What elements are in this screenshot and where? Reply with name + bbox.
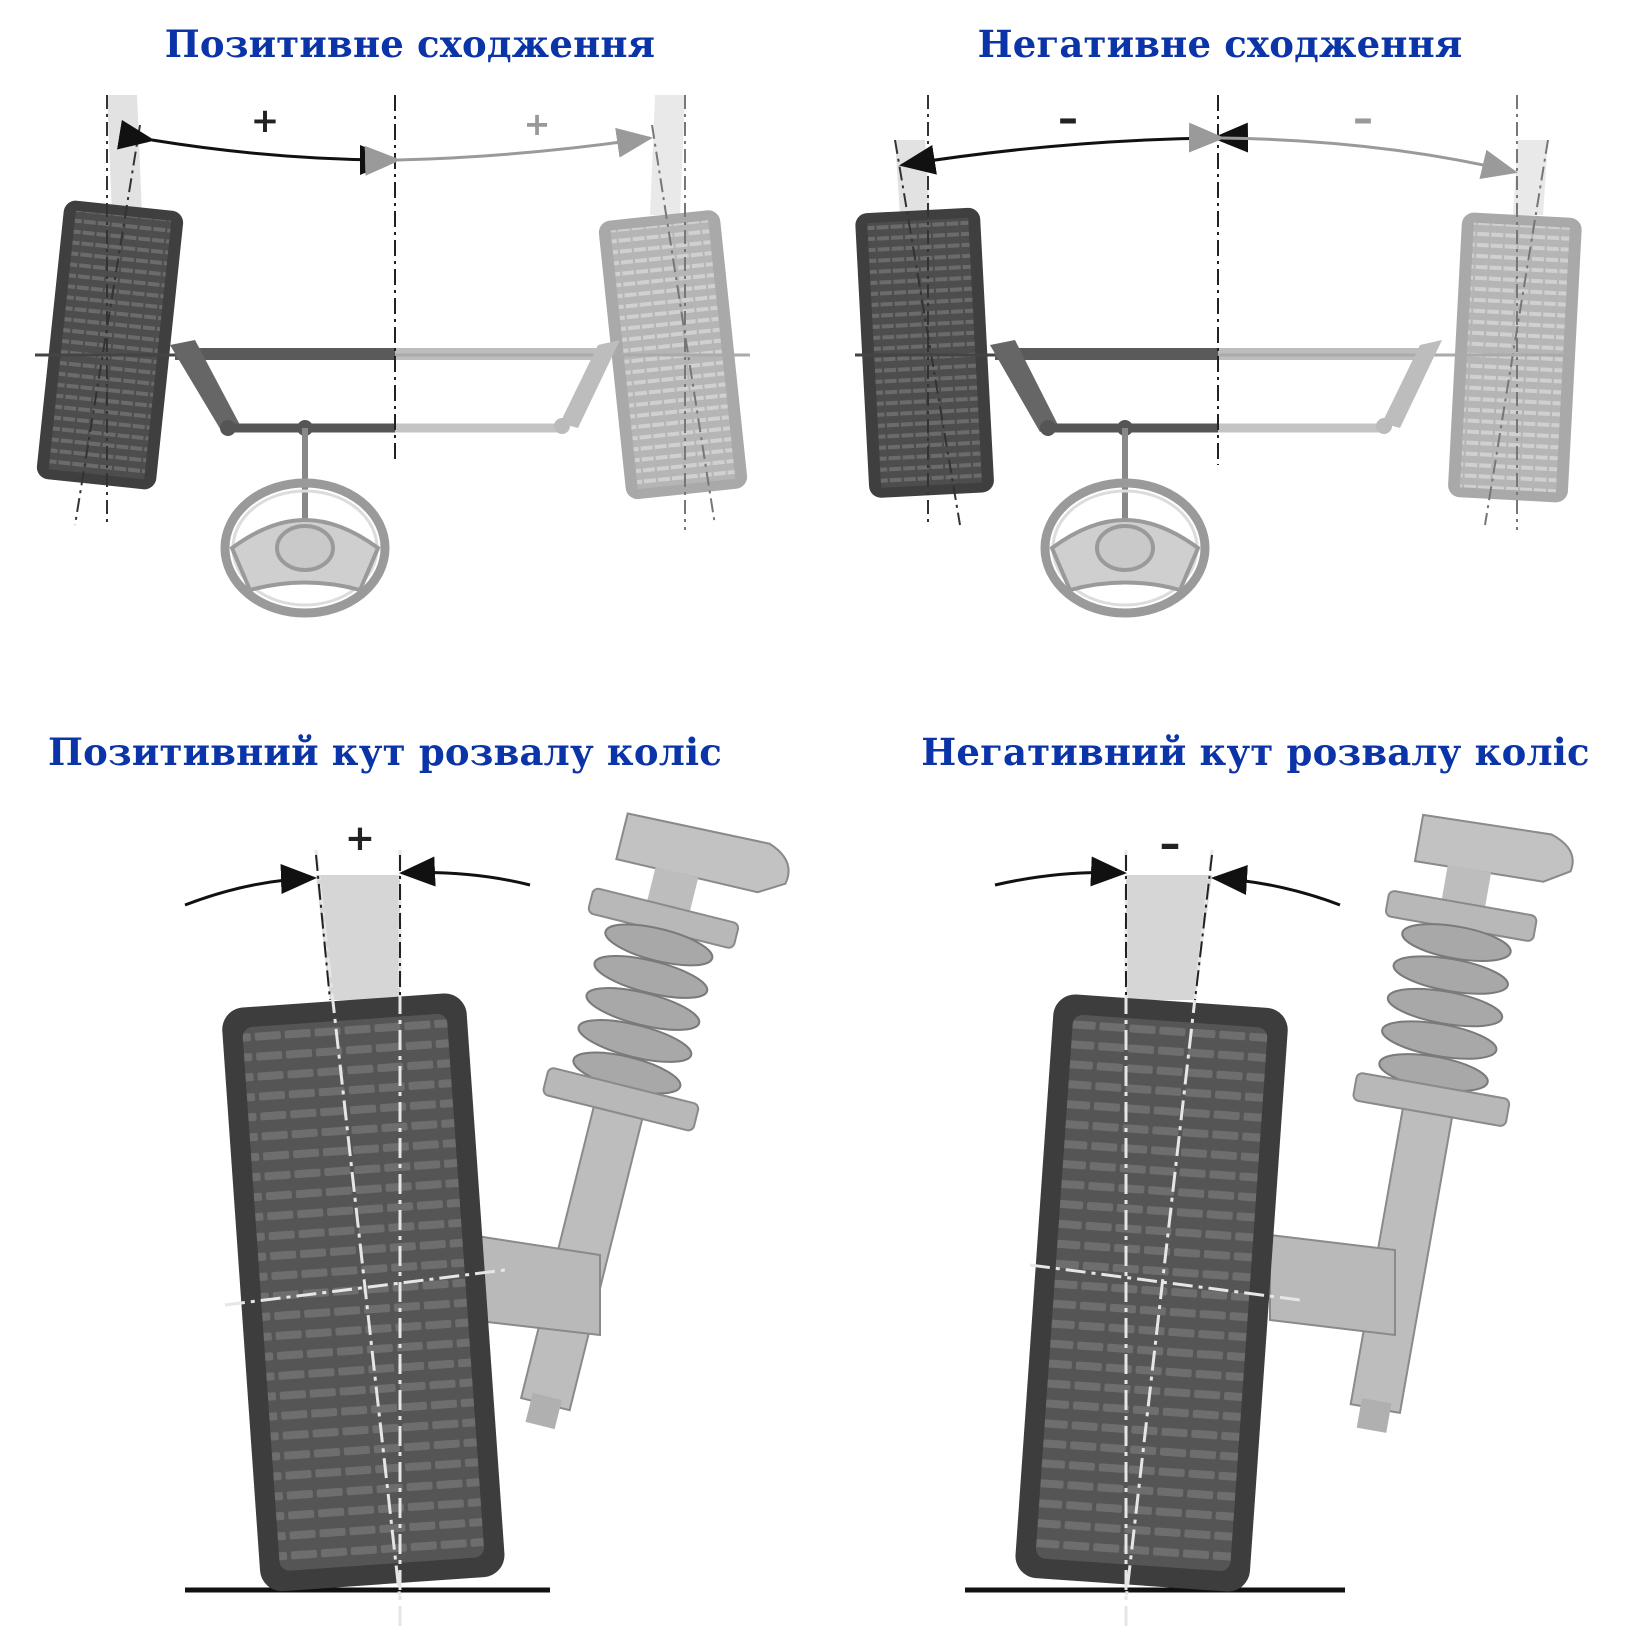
steering-wheel-icon — [220, 478, 390, 618]
camber-tire — [1015, 994, 1288, 1592]
left-wheel — [855, 207, 994, 498]
title-positive-camber: Позитивний кут розвалу коліс — [48, 730, 722, 774]
camber-negative-sign: – — [1160, 819, 1181, 868]
left-wheel — [36, 200, 184, 490]
right-wheel — [1448, 212, 1582, 503]
toe-positive-ghost-sign: + — [524, 105, 551, 143]
title-negative-toe: Негативне сходження — [977, 22, 1463, 66]
title-positive-toe: Позитивне сходження — [164, 22, 656, 66]
camber-positive-sign: + — [345, 818, 375, 859]
camber-tire — [222, 993, 505, 1592]
toe-positive-sign: + — [251, 101, 280, 141]
positive-camber-diagram: + — [184, 812, 790, 1630]
toe-negative-ghost-sign: – — [1353, 96, 1373, 142]
title-negative-camber: Негативний кут розвалу коліс — [921, 730, 1590, 774]
suspension-strut — [519, 812, 790, 1430]
steering-wheel-icon — [1040, 478, 1210, 618]
positive-toe-diagram: + + — [35, 95, 750, 618]
suspension-strut — [1349, 813, 1574, 1433]
negative-camber-diagram: – — [965, 813, 1574, 1630]
toe-negative-sign: – — [1058, 96, 1078, 142]
negative-toe-diagram: – – — [855, 95, 1582, 618]
